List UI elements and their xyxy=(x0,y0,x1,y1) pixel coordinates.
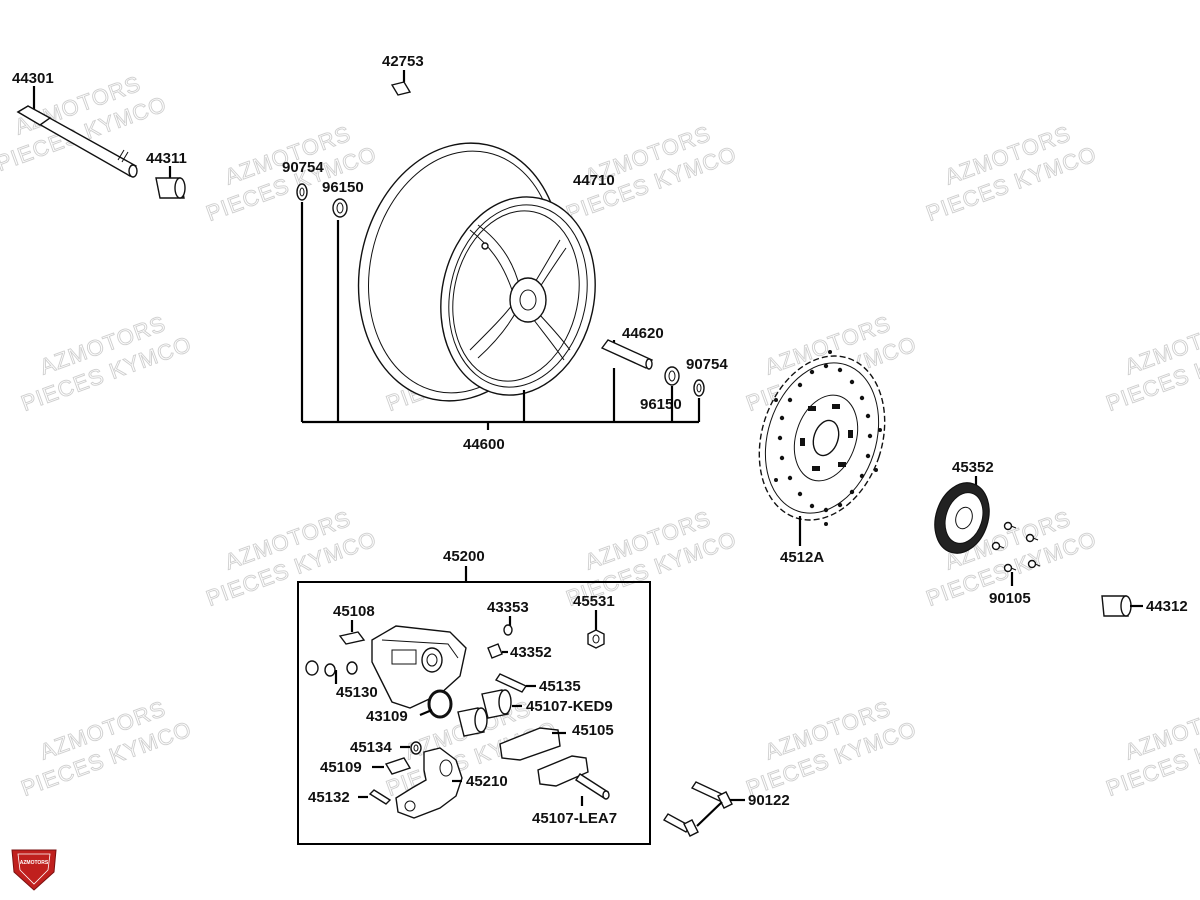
label-45109: 45109 xyxy=(320,759,362,776)
label-43352: 43352 xyxy=(510,644,552,661)
pin-45107-LEA7[interactable] xyxy=(575,773,610,806)
spacer-44311[interactable] xyxy=(155,166,186,199)
label-45135: 45135 xyxy=(539,678,581,695)
logo-text: AZMOTORS xyxy=(20,860,49,866)
seal-45134[interactable] xyxy=(400,741,422,755)
label-42753: 42753 xyxy=(382,53,424,70)
pin-45130[interactable] xyxy=(305,660,358,684)
assembly-bracket-44600 xyxy=(300,202,701,430)
label-44620: 44620 xyxy=(622,325,664,342)
label-45108: 45108 xyxy=(333,603,375,620)
label-45107-LEA7: 45107-LEA7 xyxy=(532,810,617,827)
bleeder-screw-43352[interactable] xyxy=(487,643,508,659)
label-45107-KED9: 45107-KED9 xyxy=(526,698,613,715)
bearing-96150-right[interactable] xyxy=(664,366,680,386)
caliper-assembly-box xyxy=(297,581,651,845)
label-96150-right: 96150 xyxy=(640,396,682,413)
bolts-90105[interactable] xyxy=(991,521,1041,587)
label-90754-left: 90754 xyxy=(282,159,324,176)
label-44301: 44301 xyxy=(12,70,54,87)
pin-45135[interactable] xyxy=(494,673,536,693)
seal-43109[interactable] xyxy=(419,689,453,719)
azmotors-logo: AZMOTORS xyxy=(11,849,57,891)
label-43353: 43353 xyxy=(487,599,529,616)
bolts-90122[interactable] xyxy=(662,781,745,837)
label-44710: 44710 xyxy=(573,172,615,189)
caliper-body[interactable] xyxy=(371,625,467,709)
axle-44301[interactable] xyxy=(16,86,138,178)
label-45134: 45134 xyxy=(350,739,392,756)
label-45531: 45531 xyxy=(573,593,615,610)
seal-90754-left[interactable] xyxy=(296,183,308,201)
pad-spring-45108[interactable] xyxy=(338,631,366,645)
label-45352: 45352 xyxy=(952,459,994,476)
label-45210: 45210 xyxy=(466,773,508,790)
bolt-45132[interactable] xyxy=(358,789,392,805)
plate-45352[interactable] xyxy=(926,476,998,561)
label-96150-left: 96150 xyxy=(322,179,364,196)
clip-45109[interactable] xyxy=(372,757,412,775)
spacer-44620[interactable] xyxy=(600,339,654,370)
piston-45107-KED9[interactable] xyxy=(457,689,522,737)
label-45130: 45130 xyxy=(336,684,378,701)
label-44600: 44600 xyxy=(463,436,505,453)
label-90122: 90122 xyxy=(748,792,790,809)
label-90105: 90105 xyxy=(989,590,1031,607)
wheel-44710[interactable] xyxy=(335,124,613,420)
bearing-96150-left[interactable] xyxy=(332,198,348,218)
label-44311: 44311 xyxy=(146,150,187,167)
spacer-44312[interactable] xyxy=(1101,595,1143,617)
seal-90754-right[interactable] xyxy=(693,379,705,397)
nut-45531[interactable] xyxy=(587,629,605,649)
bleeder-cap-43353[interactable] xyxy=(503,624,513,636)
label-90754-right: 90754 xyxy=(686,356,728,373)
label-43109: 43109 xyxy=(366,708,408,725)
valve-42753[interactable] xyxy=(390,70,412,96)
brake-pads-45105[interactable] xyxy=(499,727,589,787)
label-45105: 45105 xyxy=(572,722,614,739)
label-45200: 45200 xyxy=(443,548,485,565)
brake-disc-4512A[interactable] xyxy=(739,340,905,546)
label-44312: 44312 xyxy=(1146,598,1188,615)
label-4512A: 4512A xyxy=(780,549,824,566)
label-45132: 45132 xyxy=(308,789,350,806)
bracket-45210[interactable] xyxy=(395,747,463,819)
